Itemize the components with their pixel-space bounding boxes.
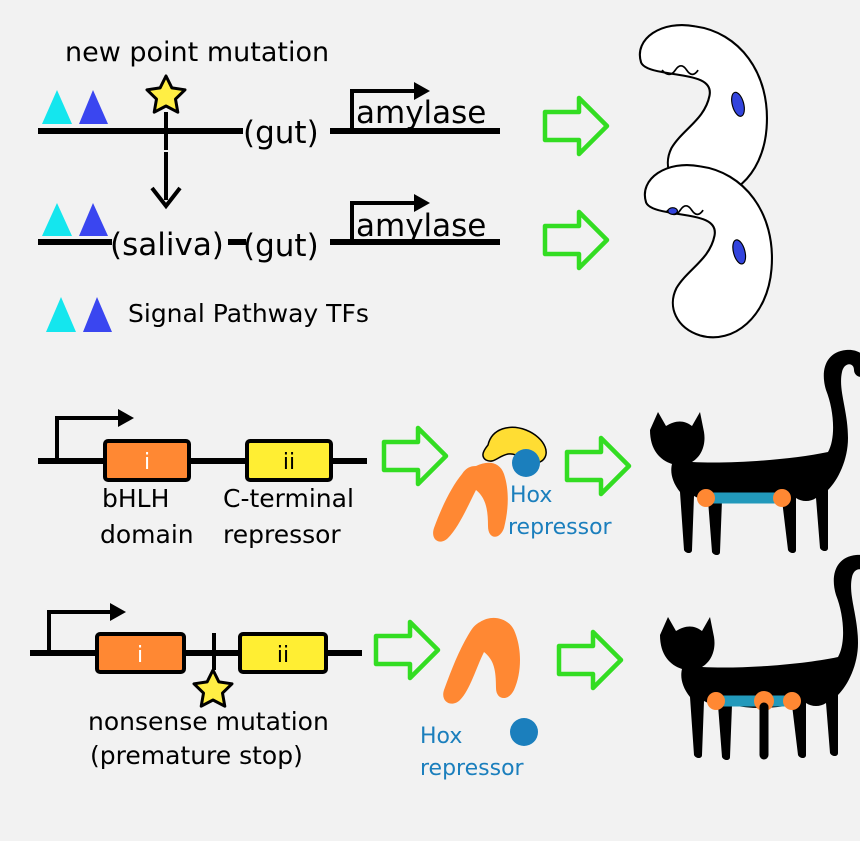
exon-ii: [245, 439, 333, 482]
legend-tf-triangle-icon: [83, 297, 112, 332]
promoter-arrow-icon: [55, 416, 122, 461]
limb-dot: [773, 489, 791, 507]
cat-icon: [660, 554, 860, 760]
tf-triangle-icon: [79, 90, 108, 124]
hox-repressor-label: repressor: [508, 515, 613, 540]
gut-amylase-spot: [731, 91, 745, 117]
cat-panel-intact: i ii bHLH domain C-terminal repressor Ho…: [38, 349, 860, 555]
legend-label: Signal Pathway TFs: [128, 299, 369, 328]
gut-enhancer-label: (gut): [243, 228, 319, 264]
block-arrow-icon: [545, 212, 607, 268]
star-icon: [192, 668, 234, 708]
point-mutation-label: new point mutation: [65, 37, 329, 68]
promoter-arrow-head: [414, 194, 430, 212]
embryo-icon: [638, 24, 768, 199]
legend-tf-triangle-icon: [46, 297, 76, 332]
hox-label: Hox: [420, 724, 462, 749]
exon-i-label: i: [137, 643, 143, 668]
truncated-protein-icon: [443, 617, 520, 704]
nonsense-mutation-label: nonsense mutation: [88, 707, 329, 736]
hox-repressor-dot: [512, 449, 540, 477]
promoter-arrow-icon: [350, 201, 420, 242]
promoter-arrow-head: [414, 82, 430, 100]
limb-dot: [697, 489, 715, 507]
star-icon: [145, 74, 187, 114]
block-arrow-icon: [545, 98, 607, 154]
gut-enhancer-label: (gut): [243, 115, 319, 151]
exon-i: [95, 632, 186, 674]
domain-label: domain: [100, 520, 194, 549]
hox-repressor-label: repressor: [420, 756, 525, 781]
exon-ii-label: ii: [277, 643, 289, 668]
extra-limb-dot: [754, 691, 774, 711]
bhlh-protein-shape: [433, 462, 508, 542]
hox-label: Hox: [510, 483, 552, 508]
cat-icon: [650, 349, 860, 555]
limb-dot: [783, 692, 801, 710]
tf-triangle-icon: [42, 90, 72, 124]
block-arrow-icon: [567, 438, 629, 494]
gut-amylase-spot: [732, 239, 747, 265]
amylase-panel: new point mutation (gut) amylase (saliva…: [38, 24, 773, 339]
block-arrow-icon: [559, 632, 621, 688]
salivary-amylase-spot: [667, 207, 679, 215]
bhlh-label: bHLH: [102, 484, 169, 513]
exon-i-label: i: [144, 450, 150, 475]
promoter-arrow-head: [110, 603, 126, 621]
repressor-label: repressor: [223, 520, 341, 549]
amylase-gene-label: amylase: [356, 95, 486, 131]
promoter-arrow-head: [118, 409, 134, 427]
saliva-enhancer-label: (saliva): [110, 227, 224, 263]
embryo-icon: [643, 164, 773, 339]
hox-repressor-dot: [510, 718, 538, 746]
premature-stop-label: (premature stop): [90, 741, 303, 770]
c-terminal-label: C-terminal: [223, 484, 354, 513]
promoter-arrow-icon: [47, 610, 114, 653]
block-arrow-icon: [384, 428, 446, 484]
limb-dot: [707, 692, 725, 710]
down-arrow-head: [150, 186, 182, 210]
exon-ii-label: ii: [283, 450, 295, 475]
exon-i: [103, 439, 191, 482]
cat-panel-mutant: i ii nonsense mutation (premature stop) …: [30, 554, 860, 781]
promoter-arrow-icon: [350, 89, 420, 131]
tf-triangle-icon: [79, 203, 108, 236]
amylase-gene-label: amylase: [356, 208, 486, 244]
exon-ii: [238, 632, 328, 674]
tf-triangle-icon: [42, 203, 72, 236]
block-arrow-icon: [376, 622, 438, 678]
